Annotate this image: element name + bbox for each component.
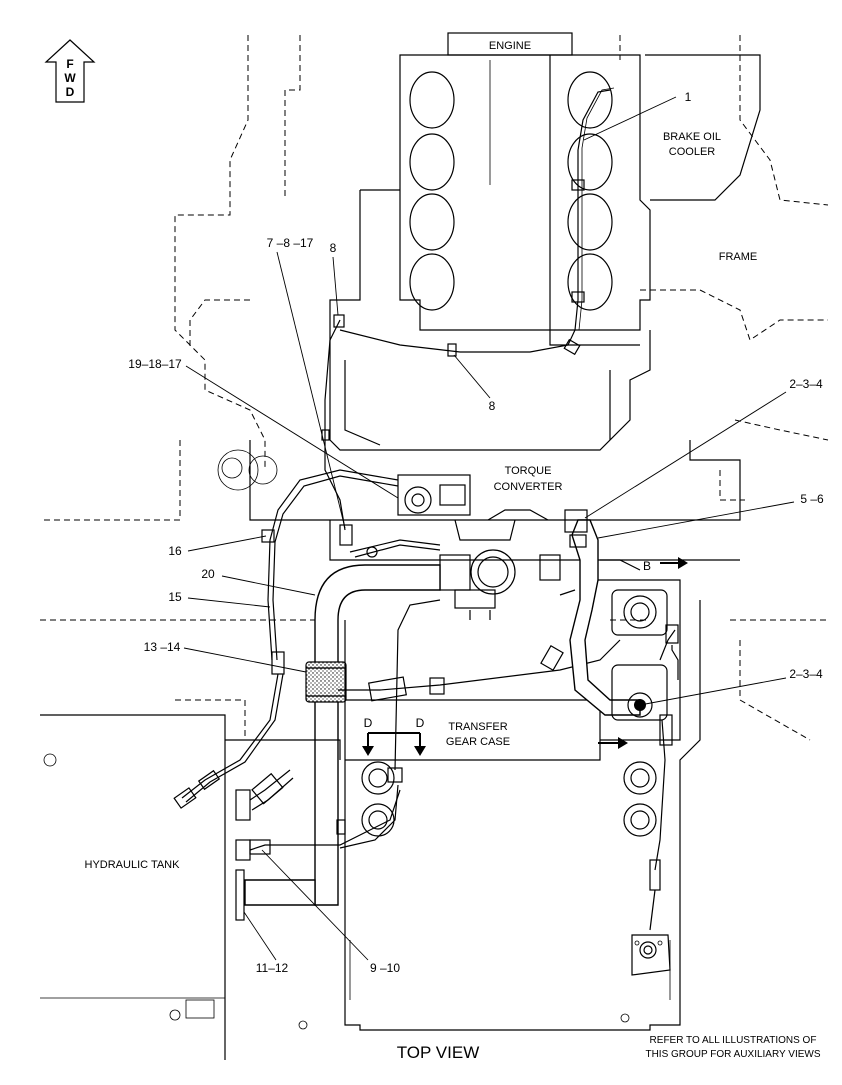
callout-9-10: 9 –10 [261, 849, 400, 975]
transfer-gear-case: TRANSFER GEAR CASE [298, 600, 701, 1031]
reference-note-line2: THIS GROUP FOR AUXILIARY VIEWS [645, 1049, 820, 1060]
section-marker-b: B [598, 557, 688, 749]
callout-7-8-17-label: 7 –8 –17 [267, 236, 314, 250]
callout-8-top-label: 8 [330, 241, 337, 255]
callout-2-3-4-upper-label: 2–3–4 [789, 377, 823, 391]
fwd-letter-w: W [64, 71, 76, 85]
line-8 [321, 314, 457, 531]
callout-2-3-4-lower-label: 2–3–4 [789, 667, 823, 681]
transfer-gear-case-label-line2: GEAR CASE [446, 736, 510, 748]
torque-converter-label-line2: CONVERTER [494, 481, 563, 493]
cross-line [338, 639, 621, 702]
section-marker-d-left-label: D [364, 716, 373, 730]
right-valve-block [598, 579, 681, 976]
line-9-10 [336, 599, 441, 849]
hydraulic-tank-label: HYDRAULIC TANK [85, 859, 181, 871]
hose-5-6 [559, 509, 641, 716]
callout-7-8-17: 7 –8 –17 [267, 236, 346, 529]
callout-2-3-4-lower: 2–3–4 [639, 667, 823, 706]
callout-11-12-label: 11–12 [256, 961, 289, 975]
line-1 [339, 87, 615, 356]
callout-5-6-label: 5 –6 [800, 492, 824, 506]
callout-2-3-4-upper: 2–3–4 [584, 377, 823, 519]
engine-label: ENGINE [489, 40, 531, 52]
fwd-letter-f: F [66, 57, 73, 71]
callout-9-10-label: 9 –10 [370, 961, 400, 975]
callout-13-14-label: 13 –14 [144, 640, 181, 654]
callout-8-top: 8 [330, 241, 339, 316]
brake-oil-cooler-label-line2: COOLER [669, 146, 716, 158]
forward-arrow-icon: F W D [44, 39, 96, 103]
callout-13-14: 13 –14 [144, 640, 307, 673]
view-title: TOP VIEW [397, 1043, 480, 1062]
fwd-letter-d: D [66, 85, 75, 99]
callout-5-6: 5 –6 [597, 492, 824, 539]
callout-20: 20 [201, 567, 316, 596]
section-marker-d-right-label: D [416, 716, 425, 730]
callout-8-mid-label: 8 [489, 399, 496, 413]
callout-1: 1 [583, 90, 692, 141]
torque-converter-label-line1: TORQUE [505, 465, 552, 477]
callout-19-18-17-label: 19–18–17 [128, 357, 182, 371]
callout-16: 16 [168, 535, 267, 558]
brake-oil-cooler: BRAKE OIL COOLER [645, 54, 761, 201]
callout-11-12: 11–12 [243, 911, 289, 975]
section-marker-d: D D [362, 716, 426, 756]
engine: ENGINE [329, 32, 651, 451]
callout-19-18-17: 19–18–17 [128, 357, 399, 499]
transfer-gear-case-label-line1: TRANSFER [448, 721, 507, 733]
callout-16-label: 16 [168, 544, 182, 558]
frame-label: FRAME [719, 251, 758, 263]
hose-15-16 [173, 469, 399, 809]
callout-8-mid: 8 [453, 354, 496, 413]
callout-1-label: 1 [685, 90, 692, 104]
callout-15: 15 [168, 590, 271, 608]
brake-oil-cooler-label-line1: BRAKE OIL [663, 131, 721, 143]
torque-converter: TORQUE CONVERTER [217, 440, 741, 561]
reference-note-line1: REFER TO ALL ILLUSTRATIONS OF [650, 1035, 817, 1046]
frame-outline [40, 35, 829, 741]
section-marker-b-label: B [643, 559, 651, 573]
callout-20-label: 20 [201, 567, 215, 581]
hydraulic-tank: HYDRAULIC TANK [40, 714, 401, 1060]
callout-15-label: 15 [168, 590, 182, 604]
